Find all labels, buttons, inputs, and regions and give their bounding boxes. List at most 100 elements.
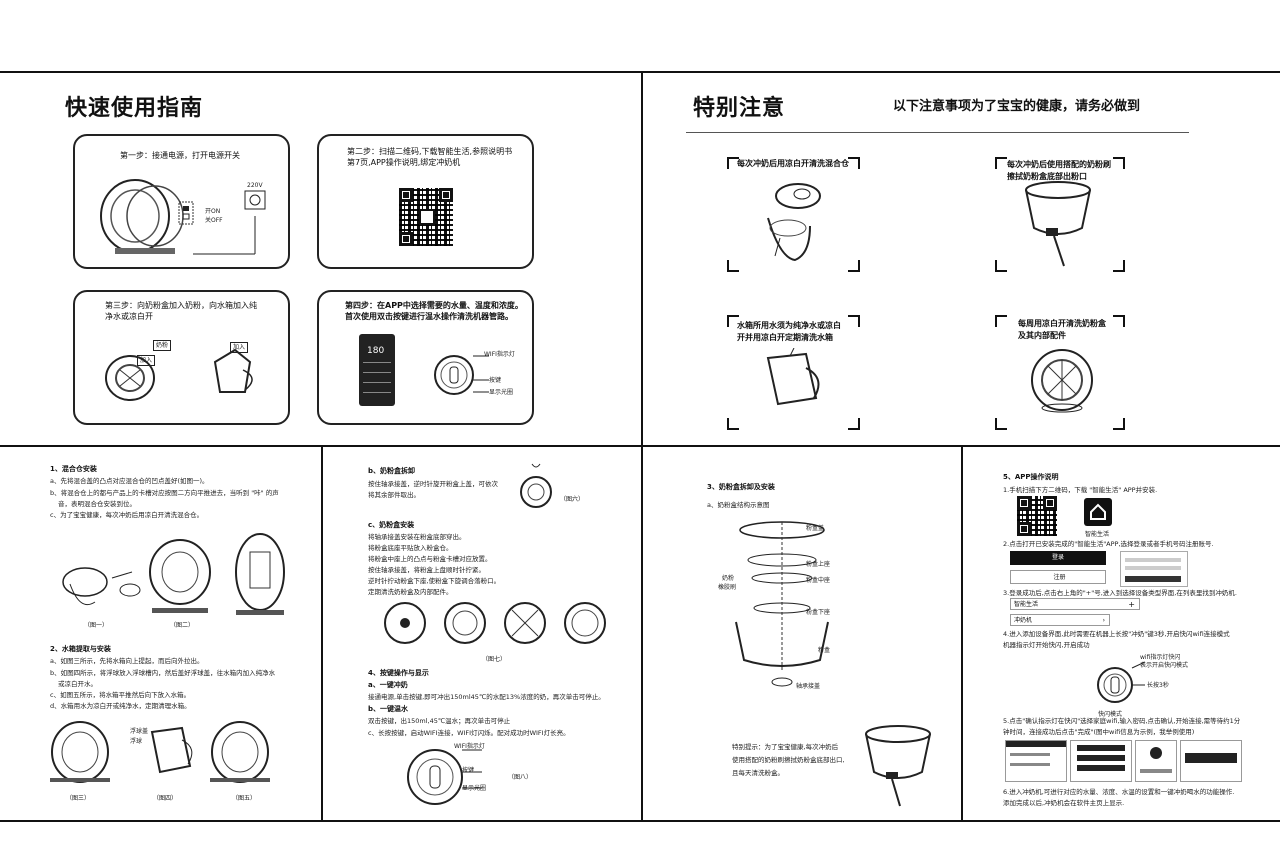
step2-text-line2: 第7页,APP操作说明,绑定冲奶机	[347, 157, 460, 169]
on-label: 开ON	[205, 207, 220, 216]
step2-box: 第二步：扫描二维码,下载智能生活,参照说明书 第7页,APP操作说明,绑定冲奶机	[317, 134, 534, 269]
frame-corner	[995, 418, 1007, 430]
vertical-divider-right	[961, 445, 963, 822]
register-form-preview	[1120, 551, 1188, 587]
p2-a-line: 接通电源,单击按键,即可冲出150ml45℃的水配13%浓度的奶，再次单击可停止…	[368, 692, 605, 702]
p3-tip-line1: 特别提示：为了宝宝健康,每次冲奶后	[732, 742, 838, 752]
part-middle-label: 粉盒中座	[806, 576, 830, 585]
p1-water-d: d、水箱用水为凉白开或纯净水，定期清理水箱。	[50, 701, 191, 711]
wifi-setup-screen-4	[1180, 740, 1242, 782]
part-lid-label: 粉盒盖	[806, 524, 824, 533]
p3-tip-line2: 使用搭配的奶粉刷擦拭奶粉盒底部出口,	[732, 755, 845, 765]
p2-heading-4: 4、按键操作与显示	[368, 668, 429, 678]
p2-ring-label: 显示光圈	[462, 784, 486, 793]
fig2-label: （图二）	[170, 620, 194, 629]
frame-corner	[848, 260, 860, 272]
p1-water-c: c、如图五所示，将水箱平推然后向下放入水箱。	[50, 690, 190, 700]
wifi-setup-screen-1	[1005, 740, 1067, 782]
frame-corner	[848, 418, 860, 430]
step1-text: 第一步：接通电源，打开电源开关	[120, 150, 240, 162]
note1-text: 每次冲奶后用凉白开清洗混合仓	[737, 158, 849, 170]
bottom-border	[0, 820, 1280, 822]
p4-step4-line2: 机器指示灯开始快闪,开启成功	[1003, 640, 1090, 650]
frame-corner	[1113, 418, 1125, 430]
step4-text-line2: 首次使用双击按键进行温水操作清洗机器管路。	[345, 311, 513, 323]
device-name-label: 冲奶机	[1014, 617, 1032, 624]
wifi-blink-label-2: 表示开启快闪模式	[1140, 661, 1188, 670]
p4-step5-line2: 钟时间，连接成功后点击"完成"(图中wifi信息为示例，我举例使用)	[1003, 727, 1194, 737]
middle-border	[0, 445, 1280, 447]
part-bearing-label: 轴承接盖	[796, 682, 820, 691]
exploded-view-illustration	[722, 512, 842, 692]
wifi-setup-screen-2	[1070, 740, 1132, 782]
fig3-label: （图三）	[66, 793, 90, 802]
fig8-label: （图八）	[508, 772, 532, 781]
powder-box-brush-illustration	[862, 722, 942, 812]
note4-text-line1: 每周用凉白开清洗奶粉盒	[1018, 318, 1106, 330]
brush-label-1: 奶粉	[722, 574, 734, 583]
add-icon[interactable]: +	[1128, 599, 1135, 610]
powder-box-install-illustration	[380, 598, 610, 648]
home-logo-icon	[419, 209, 435, 225]
p4-heading: 5、APP操作说明	[1003, 472, 1059, 482]
p1-heading-2: 2、水箱提取与安装	[50, 644, 111, 654]
p4-step5-line1: 5.点击"确认指示灯在快闪"选择家庭wifi,输入密码,点击确认,开始连接,需等…	[1003, 716, 1240, 726]
frame-corner	[848, 315, 860, 327]
qr-finder-icon	[399, 188, 413, 202]
vertical-divider-center	[641, 71, 643, 822]
smart-life-device-list[interactable]: 智能生活 +	[1010, 598, 1140, 610]
frame-corner	[727, 260, 739, 272]
off-label: 关OFF	[205, 216, 223, 225]
smart-life-app-icon	[1084, 498, 1112, 526]
qr-finder-icon	[1043, 496, 1057, 510]
temperature-display: 180	[367, 346, 384, 356]
brush-label-2: 橡胶刷	[718, 583, 736, 592]
step1-box: 第一步：接通电源，打开电源开关 220V 开ON 关OFF	[73, 134, 290, 269]
qr-finder-icon	[439, 188, 453, 202]
milk-powder-label: 奶粉	[153, 340, 171, 351]
add-label-1: 加入	[137, 355, 155, 366]
p2-a-title: a、一键冲奶	[368, 680, 408, 690]
mixer-install-illustration	[40, 522, 300, 622]
p2-key-label: 按键	[462, 766, 474, 775]
device-list-item[interactable]: 冲奶机 ›	[1010, 614, 1110, 626]
p2-b-title: b、奶粉盒拆卸	[368, 466, 415, 476]
note2-text-line1: 每次冲奶后使用搭配的奶粉刷	[1007, 159, 1111, 171]
float-ball-label: 浮球	[130, 737, 142, 746]
p2-c6: 定期清洗奶粉盒及内部配件。	[368, 587, 453, 597]
p2-c-line: c、长按按键，启动WIFI连接，WIFI灯闪烁。配对成功时WIFI灯长亮。	[368, 728, 570, 738]
p1-text-a: a、先将混合盖的凸点对应混合仓的凹点盖好(如图一)。	[50, 476, 209, 486]
add-label-2: 加入	[230, 342, 248, 353]
wifi-indicator-label: WIFI指示灯	[484, 350, 515, 359]
frame-corner	[727, 418, 739, 430]
water-tank-illustration	[760, 348, 830, 418]
wifi-setup-screen-3	[1135, 740, 1177, 782]
top-border	[0, 71, 1280, 73]
mixer-illustration	[750, 178, 830, 268]
float-cover-label: 浮球盖	[130, 727, 148, 736]
vertical-divider-left	[321, 445, 323, 822]
powder-box-parts-illustration	[1026, 342, 1106, 422]
button-diagram-illustration	[400, 742, 490, 812]
fig4-label: （图四）	[153, 793, 177, 802]
qr-finder-icon	[399, 232, 413, 246]
login-button[interactable]: 登录	[1010, 551, 1106, 565]
fig1-label: （图一）	[84, 620, 108, 629]
step4-box: 第四步：在APP中选择需要的水量、温度和浓度。 首次使用双击按键进行温水操作清洗…	[317, 290, 534, 425]
qr-finder-icon	[1017, 522, 1031, 536]
note3-text-line2: 开并用凉白开定期清洗水箱	[737, 332, 833, 344]
frame-corner	[1113, 315, 1125, 327]
p4-step6-line1: 6.进入冲奶机,可进行对应的水量、浓度、水温的设置和一键冲奶喝水的功能操作.	[1003, 787, 1234, 797]
frame-corner	[1113, 260, 1125, 272]
fig5-label: （图五）	[232, 793, 256, 802]
long-press-label: 长按3秒	[1147, 681, 1169, 690]
smart-life-label: 智能生活	[1014, 601, 1038, 608]
p1-water-b2: 或凉白开水。	[58, 679, 97, 689]
p2-b-line1: 按住轴承接盖，逆时针旋开粉盒上盖，可依次	[368, 479, 498, 489]
part-box-label: 粉盒	[818, 646, 830, 655]
p2-c-title: c、奶粉盒安装	[368, 520, 414, 530]
voltage-label: 220V	[247, 181, 263, 190]
p1-text-b1: b、将混合仓上的都与产品上的卡槽对应按图二方向平推进去，当听到 "咔" 的声	[50, 488, 279, 498]
step3-box: 第三步：向奶粉盒加入奶粉，向水箱加入纯 净水或凉白开 奶粉 加入 加入	[73, 290, 290, 425]
register-button[interactable]: 注册	[1010, 570, 1106, 584]
